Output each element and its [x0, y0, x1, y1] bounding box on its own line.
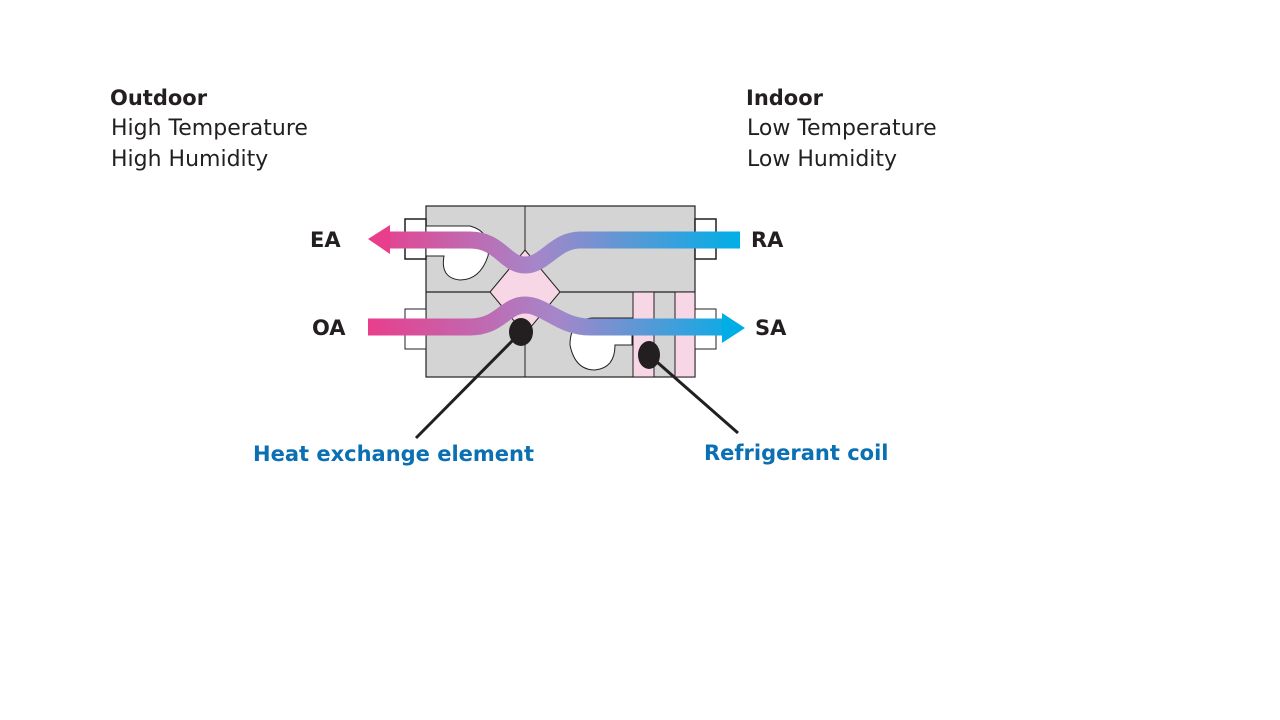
- ea-arrowhead-icon: [368, 225, 390, 254]
- oa-label: OA: [312, 316, 346, 340]
- outdoor-title: Outdoor: [110, 86, 208, 110]
- heat-exchange-callout: Heat exchange element: [253, 442, 535, 466]
- heat-exchange-leader: [414, 330, 523, 440]
- sa-label: SA: [755, 316, 787, 340]
- indoor-title: Indoor: [746, 86, 824, 110]
- ra-label: RA: [751, 228, 784, 252]
- supply-airflow: [368, 296, 725, 336]
- outdoor-humidity: High Humidity: [111, 147, 269, 172]
- exhaust-airflow: [386, 231, 740, 274]
- indoor-temperature: Low Temperature: [747, 116, 937, 141]
- ea-label: EA: [310, 228, 341, 252]
- indoor-humidity: Low Humidity: [747, 147, 898, 172]
- refrigerant-coil-callout: Refrigerant coil: [704, 441, 889, 465]
- sa-arrowhead-icon: [722, 313, 745, 343]
- outdoor-temperature: High Temperature: [111, 116, 308, 141]
- coil-leader: [648, 353, 739, 435]
